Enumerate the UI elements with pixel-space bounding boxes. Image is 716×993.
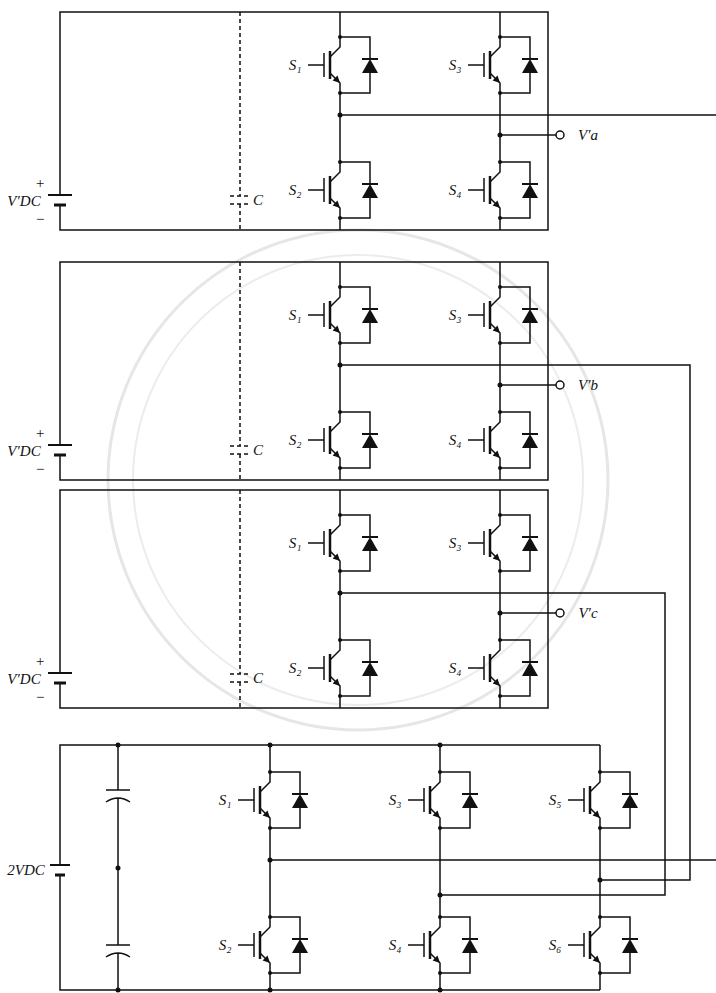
switch-label: S₄ xyxy=(389,938,402,953)
switch-label: S₃ xyxy=(449,308,462,323)
switch-label: S₃ xyxy=(389,793,402,808)
switch-label: S₁ xyxy=(289,58,302,73)
output-terminal-label: V′c xyxy=(578,606,597,621)
switch-label: S₆ xyxy=(549,938,562,953)
switch-label: S₄ xyxy=(449,433,462,448)
switch-label: S₁ xyxy=(289,308,302,323)
output-terminal-label: V′a xyxy=(578,128,598,143)
switch-label: S₂ xyxy=(289,183,302,198)
source-label: V′DC xyxy=(7,444,40,459)
switch-label: S₁ xyxy=(219,793,232,808)
switch-label: S₂ xyxy=(289,433,302,448)
h-bridge-cell xyxy=(48,12,564,230)
source-label: 2VDC xyxy=(7,863,45,878)
h-bridge-cell xyxy=(48,262,564,480)
interconnect-wires xyxy=(268,115,716,898)
switch-label: S₂ xyxy=(289,661,302,676)
polarity-sign: + xyxy=(35,426,45,441)
switch-label: S₄ xyxy=(449,183,462,198)
three-phase-inverter xyxy=(50,743,638,993)
source-label: V′DC xyxy=(7,672,40,687)
switch-label: S₄ xyxy=(449,661,462,676)
switch-label: S₂ xyxy=(219,938,232,953)
capacitor-label: C xyxy=(253,193,263,208)
switch-label: S₁ xyxy=(289,536,302,551)
switch-label: S₅ xyxy=(549,793,562,808)
h-bridge-cell xyxy=(48,490,564,708)
polarity-sign: + xyxy=(35,176,45,191)
capacitor-label: C xyxy=(253,671,263,686)
polarity-sign: − xyxy=(35,462,45,477)
polarity-sign: − xyxy=(35,212,45,227)
switch-label: S₃ xyxy=(449,58,462,73)
source-label: V′DC xyxy=(7,194,40,209)
polarity-sign: + xyxy=(35,654,45,669)
capacitor-label: C xyxy=(253,443,263,458)
polarity-sign: − xyxy=(35,690,45,705)
switch-label: S₃ xyxy=(449,536,462,551)
output-terminal-label: V′b xyxy=(578,378,598,393)
